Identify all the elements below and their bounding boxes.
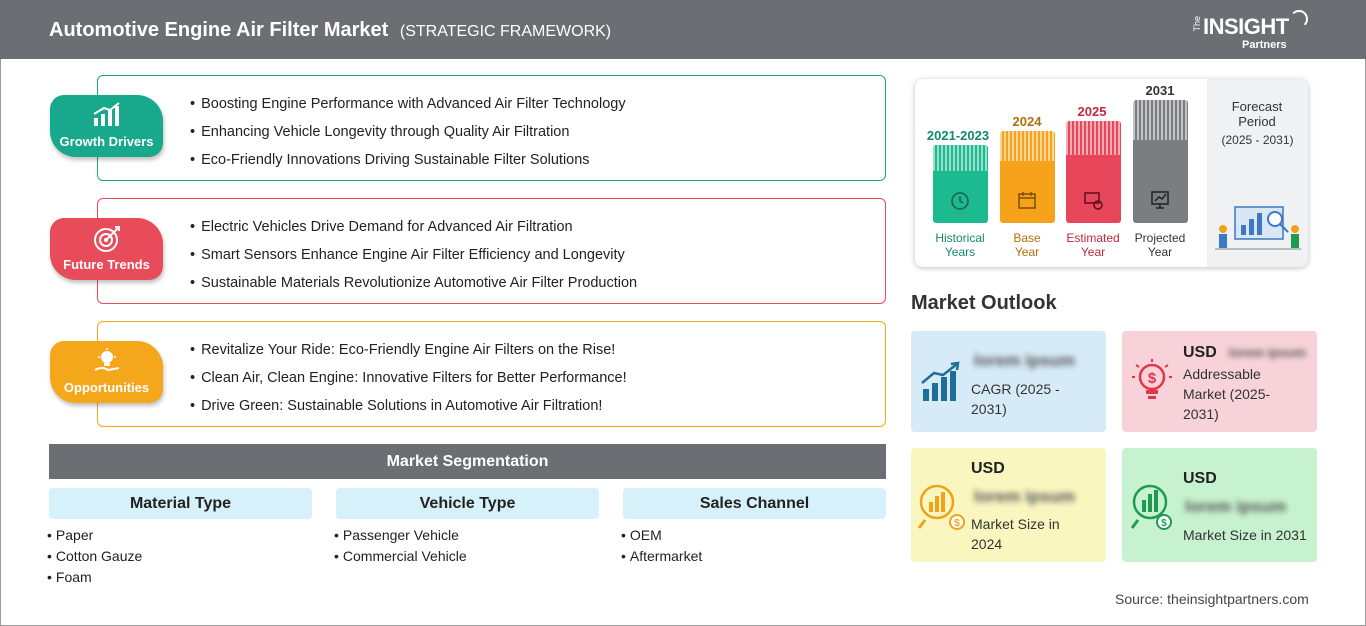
bar-caption-estimated: Estimated Year bbox=[1066, 231, 1120, 259]
list-item: Electric Vehicles Drive Demand for Advan… bbox=[190, 217, 637, 245]
market-2031-usd: USD bbox=[1183, 470, 1217, 487]
dollar-bulb-icon: $ bbox=[1132, 359, 1172, 399]
title-subtitle: (STRATEGIC FRAMEWORK) bbox=[399, 23, 612, 40]
badge-label: Growth Drivers bbox=[59, 134, 154, 149]
list-item: Drive Green: Sustainable Solutions in Au… bbox=[190, 396, 627, 424]
future-trends-badge: Future Trends bbox=[50, 218, 163, 280]
list-item: Revitalize Your Ride: Eco-Friendly Engin… bbox=[190, 340, 627, 368]
list-item: Commercial Vehicle bbox=[334, 547, 467, 568]
market-size-2024-card: $ USD lorem ipsum Market Size in 2024 bbox=[911, 448, 1106, 562]
money-growth-icon: $ bbox=[1130, 484, 1172, 530]
estimate-gear-icon bbox=[1084, 192, 1103, 210]
addressable-value-blurred: lorem ipsum bbox=[1228, 345, 1306, 360]
list-item: Smart Sensors Enhance Engine Air Filter … bbox=[190, 245, 637, 273]
bar-year-base: 2024 bbox=[1012, 114, 1042, 129]
market-2031-label: Market Size in 2031 bbox=[1183, 527, 1307, 543]
growth-drivers-badge: Growth Drivers bbox=[50, 95, 163, 157]
segment-list-vehicle: Passenger Vehicle Commercial Vehicle bbox=[334, 526, 467, 568]
segment-list-sales: OEM Aftermarket bbox=[621, 526, 702, 568]
growth-drivers-box: Boosting Engine Performance with Advance… bbox=[97, 75, 886, 181]
segment-heading-vehicle: Vehicle Type bbox=[336, 488, 599, 519]
list-item: Clean Air, Clean Engine: Innovative Filt… bbox=[190, 368, 627, 396]
opportunities-box: Revitalize Your Ride: Eco-Friendly Engin… bbox=[97, 321, 886, 427]
bar-estimated bbox=[1066, 121, 1121, 223]
bar-projected bbox=[1133, 100, 1188, 223]
opportunities-badge: Opportunities bbox=[50, 341, 163, 403]
timeline-panel: 2021-2023 Historical Years 2024 Base Yea… bbox=[915, 79, 1308, 267]
market-2024-label: Market Size in 2024 bbox=[971, 516, 1060, 552]
forecast-period-pane: Forecast Period (2025 - 2031) bbox=[1207, 79, 1308, 267]
market-size-2031-card: $ USD lorem ipsum Market Size in 2031 bbox=[1122, 448, 1317, 562]
badge-label: Future Trends bbox=[63, 257, 150, 272]
bar-historical bbox=[933, 145, 988, 223]
list-item: Boosting Engine Performance with Advance… bbox=[190, 94, 626, 122]
segment-heading-sales: Sales Channel bbox=[623, 488, 886, 519]
future-trends-box: Electric Vehicles Drive Demand for Advan… bbox=[97, 198, 886, 304]
list-item: Eco-Friendly Innovations Driving Sustain… bbox=[190, 150, 626, 178]
market-outlook-title: Market Outlook bbox=[911, 292, 1057, 314]
opportunities-list: Revitalize Your Ride: Eco-Friendly Engin… bbox=[190, 340, 627, 424]
addressable-market-card: $ USD lorem ipsum Addressable Market (20… bbox=[1122, 331, 1317, 432]
bar-caption-historical: Historical Years bbox=[935, 231, 985, 259]
market-2024-value-blurred: lorem ipsum bbox=[974, 487, 1076, 506]
source-note: Source: theinsightpartners.com bbox=[1115, 591, 1309, 607]
list-item: Passenger Vehicle bbox=[334, 526, 467, 547]
money-analysis-icon: $ bbox=[917, 484, 965, 530]
history-clock-icon bbox=[951, 192, 969, 210]
list-item: OEM bbox=[621, 526, 702, 547]
title-main: Automotive Engine Air Filter Market bbox=[49, 19, 389, 41]
bar-base bbox=[1000, 131, 1055, 223]
growth-drivers-list: Boosting Engine Performance with Advance… bbox=[190, 94, 626, 178]
bar-chart-growth-icon bbox=[93, 102, 120, 126]
analytics-people-icon bbox=[1215, 206, 1301, 250]
svg-text:$: $ bbox=[954, 518, 960, 529]
calendar-icon bbox=[1018, 192, 1036, 209]
bar-year-historical: 2021-2023 bbox=[926, 128, 990, 143]
forecast-label: Forecast Period bbox=[1231, 99, 1283, 129]
list-item: Paper bbox=[47, 526, 142, 547]
bar-caption-base: Base Year bbox=[1013, 231, 1041, 259]
bar-year-estimated: 2025 bbox=[1077, 104, 1107, 119]
presentation-chart-icon bbox=[1151, 191, 1169, 209]
insight-partners-logo: The INSIGHT Partners bbox=[1192, 10, 1312, 52]
segment-list-material: Paper Cotton Gauze Foam bbox=[47, 526, 142, 589]
target-icon bbox=[94, 226, 120, 252]
market-2031-value-blurred: lorem ipsum bbox=[1185, 497, 1287, 516]
addressable-usd: USD lorem ipsum bbox=[1183, 344, 1306, 361]
segment-heading-material: Material Type bbox=[49, 488, 312, 519]
list-item: Sustainable Materials Revolutionize Auto… bbox=[190, 273, 637, 301]
svg-text:$: $ bbox=[1161, 518, 1167, 529]
header-bar: Automotive Engine Air Filter Market (STR… bbox=[0, 0, 1366, 59]
addressable-label: Addressable Market (2025- 2031) bbox=[1183, 366, 1271, 422]
cagr-label: CAGR (2025 - 2031) bbox=[971, 381, 1060, 417]
forecast-range: (2025 - 2031) bbox=[1221, 133, 1294, 147]
bar-year-projected: 2031 bbox=[1145, 83, 1175, 98]
cagr-value-blurred: lorem ipsum bbox=[974, 351, 1076, 370]
segmentation-header: Market Segmentation bbox=[49, 444, 886, 479]
growth-chart-icon bbox=[921, 361, 960, 401]
bar-caption-projected: Projected Year bbox=[1134, 231, 1186, 259]
list-item: Enhancing Vehicle Longevity through Qual… bbox=[190, 122, 626, 150]
list-item: Aftermarket bbox=[621, 547, 702, 568]
market-2024-usd: USD bbox=[971, 460, 1005, 477]
lightbulb-hand-icon bbox=[94, 348, 120, 372]
page-title: Automotive Engine Air Filter Market (STR… bbox=[49, 19, 611, 42]
future-trends-list: Electric Vehicles Drive Demand for Advan… bbox=[190, 217, 637, 301]
cagr-card: lorem ipsum CAGR (2025 - 2031) bbox=[911, 331, 1106, 432]
svg-text:$: $ bbox=[1148, 370, 1157, 387]
badge-label: Opportunities bbox=[63, 380, 150, 395]
list-item: Cotton Gauze bbox=[47, 547, 142, 568]
list-item: Foam bbox=[47, 568, 142, 589]
